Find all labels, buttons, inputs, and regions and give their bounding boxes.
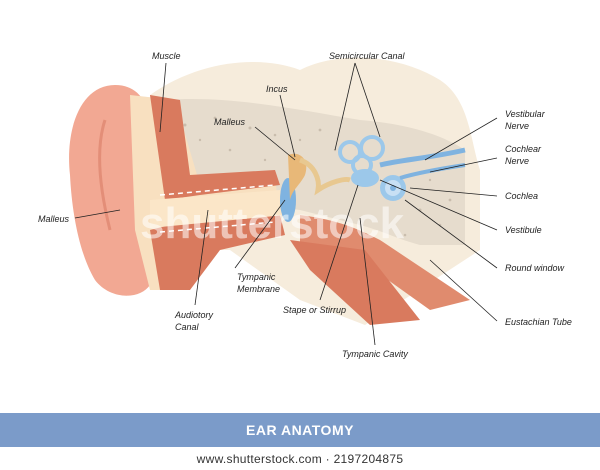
label-round-window: Round window: [505, 263, 565, 273]
label-stape: Stape or Stirrup: [283, 305, 346, 315]
label-vestibular-nerve-2: Nerve: [505, 121, 529, 131]
ear-fold: [98, 119, 112, 231]
footer: www.shutterstock.com · 2197204875: [0, 447, 600, 470]
diagram-title: EAR ANATOMY: [246, 422, 354, 438]
label-tympanic-cavity: Tympanic Cavity: [342, 349, 408, 359]
bone-texture: [183, 116, 452, 237]
label-incus: Incus: [266, 84, 288, 94]
footer-credit: www.shutterstock.com · 2197204875: [196, 451, 404, 466]
label-muscle: Muscle: [152, 51, 181, 61]
label-tympanic-membrane-1: Tympanic: [237, 272, 276, 282]
label-malleus-left: Malleus: [38, 214, 70, 224]
label-cochlea: Cochlea: [505, 191, 538, 201]
label-cochlear-nerve-1: Cochlear: [505, 144, 542, 154]
label-auditory-canal-1: Audiotory: [174, 310, 214, 320]
title-bar: EAR ANATOMY: [0, 413, 600, 447]
leader-lines: [74, 62, 498, 346]
label-semicircular-canal: Semicircular Canal: [329, 51, 406, 61]
watermark: shutterstock: [140, 199, 405, 248]
label-tympanic-membrane-2: Membrane: [237, 284, 280, 294]
eustachian-tube: [300, 215, 470, 310]
label-cochlear-nerve-2: Nerve: [505, 156, 529, 166]
canal-dash-bottom: [159, 221, 276, 233]
semicircular-canals: [338, 135, 385, 176]
vestibule: [351, 169, 379, 187]
malleus-bone: [288, 153, 307, 200]
canal-dash-top: [159, 184, 276, 196]
muscle-lower: [150, 215, 285, 290]
label-vestibular-nerve-1: Vestibular: [505, 109, 546, 119]
tympanic-cavity-muscle: [290, 240, 420, 325]
incus-bone: [299, 157, 351, 196]
label-auditory-canal-2: Canal: [175, 322, 200, 332]
label-eustachian-tube: Eustachian Tube: [505, 317, 572, 327]
vestibular-nerve: [379, 147, 466, 168]
auditory-canal: [150, 190, 285, 228]
label-malleus-top: Malleus: [214, 117, 246, 127]
muscle-upper: [150, 95, 280, 200]
label-vestibule: Vestibule: [505, 225, 542, 235]
